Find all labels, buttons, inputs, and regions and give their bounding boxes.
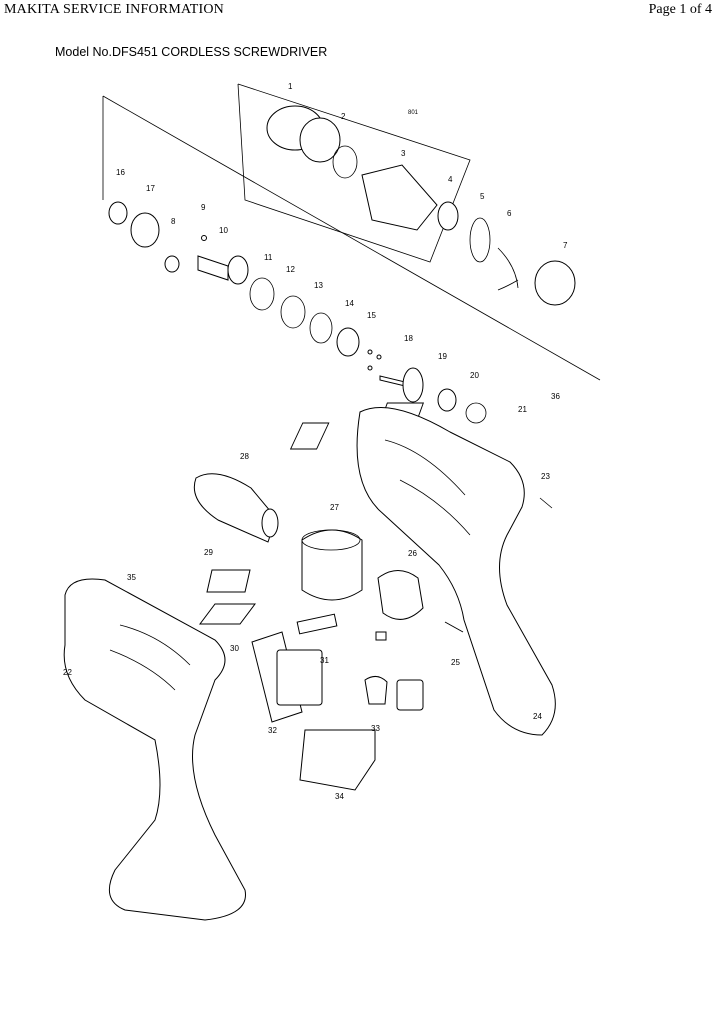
part-label-35: 35	[127, 573, 136, 582]
part-label-7: 7	[563, 241, 568, 250]
part-label-27: 27	[330, 503, 339, 512]
part-labels: 1 2 3 4 5 6 7 8 9 10 11 12 13 14 15 16 1…	[63, 82, 568, 801]
part-label-31: 31	[320, 656, 329, 665]
part-label-15: 15	[367, 311, 376, 320]
housing-right-half	[356, 407, 556, 736]
part-label-17: 17	[146, 184, 155, 193]
part-label-29: 29	[204, 548, 213, 557]
part-label-13: 13	[314, 281, 323, 290]
explosion-guide-lines	[102, 83, 601, 381]
housing-left-half	[63, 578, 246, 921]
part-label-3: 3	[401, 149, 406, 158]
part-label-11: 11	[264, 253, 273, 262]
part-label-18: 18	[404, 334, 413, 343]
part-label-9: 9	[201, 203, 206, 212]
part-label-22: 22	[63, 668, 72, 677]
header-service-info: MAKITA SERVICE INFORMATION	[4, 2, 224, 17]
sub-assembly-label: 801	[408, 110, 419, 116]
part-label-16: 16	[116, 168, 125, 177]
part-label-25: 25	[451, 658, 460, 667]
part-label-21: 21	[518, 405, 527, 414]
part-label-10: 10	[219, 226, 228, 235]
part-label-6: 6	[507, 209, 512, 218]
part-label-2: 2	[341, 112, 346, 121]
part-label-12: 12	[286, 265, 295, 274]
part-label-5: 5	[480, 192, 485, 201]
part-label-34: 34	[335, 792, 344, 801]
model-title: Model No.DFS451 CORDLESS SCREWDRIVER	[55, 45, 328, 59]
part-label-28: 28	[240, 452, 249, 461]
part-label-26: 26	[408, 549, 417, 558]
part-label-4: 4	[448, 175, 453, 184]
part-label-36: 36	[551, 392, 560, 401]
part-label-20: 20	[470, 371, 479, 380]
part-label-1: 1	[288, 82, 293, 91]
part-label-23: 23	[541, 472, 550, 481]
part-label-8: 8	[171, 217, 176, 226]
part-label-30: 30	[230, 644, 239, 653]
part-label-24: 24	[533, 712, 542, 721]
motor-parts	[64, 402, 553, 791]
part-label-33: 33	[371, 724, 380, 733]
page-number: Page 1 of 4	[648, 2, 712, 17]
gear-assembly-parts	[108, 105, 576, 424]
part-label-14: 14	[345, 299, 354, 308]
part-label-19: 19	[438, 352, 447, 361]
part-label-32: 32	[268, 726, 277, 735]
